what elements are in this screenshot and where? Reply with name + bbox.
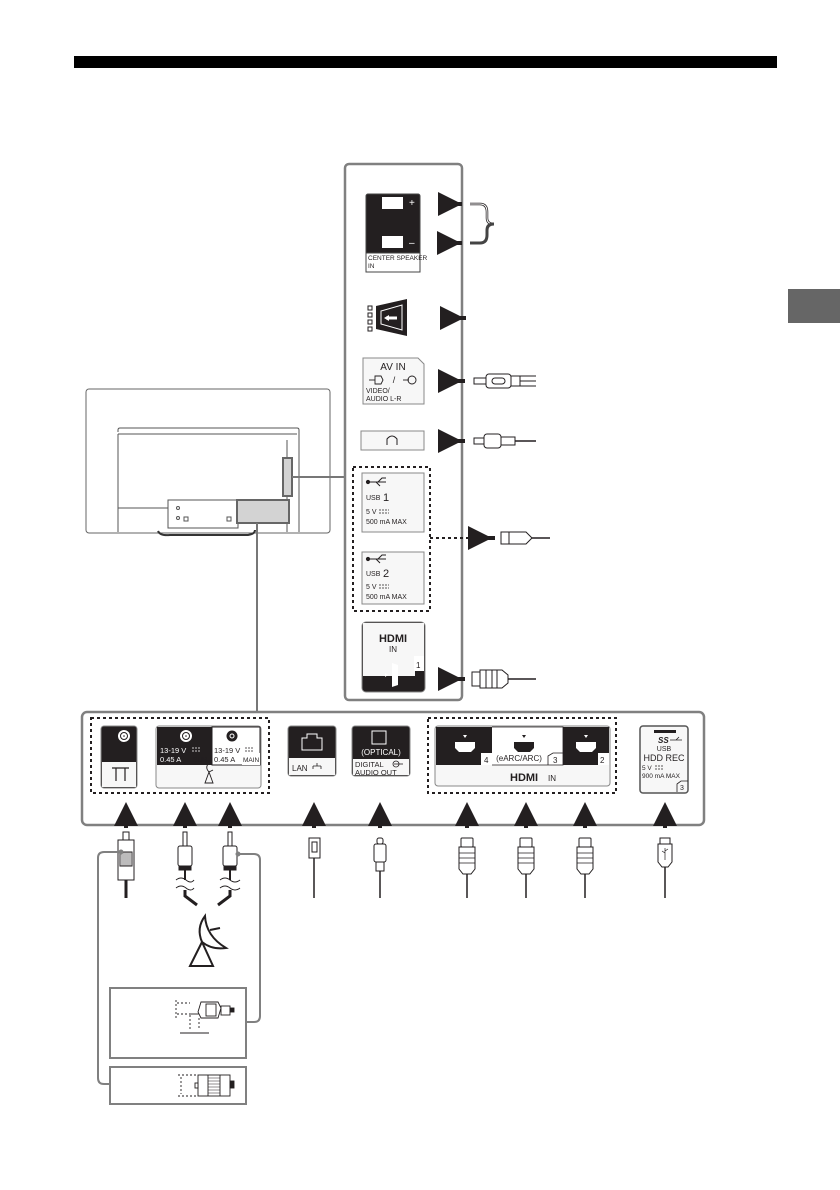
usb2-volt: 5 V	[366, 584, 377, 591]
hdmi3-num: 3	[553, 756, 558, 765]
sat-main-label: MAIN	[243, 757, 260, 764]
optical-type: (OPTICAL)	[361, 748, 401, 757]
antenna-cable	[117, 831, 135, 898]
side-tab	[788, 289, 840, 323]
headphone-port[interactable]	[360, 430, 425, 451]
optical-port[interactable]: (OPTICAL) DIGITAL AUDIO OUT	[351, 725, 411, 777]
av-in-port[interactable]: AV IN / VIDEO/ AUDIO L-R	[362, 357, 425, 405]
usb2-port[interactable]: USB 2 5 V 500 mA MAX	[361, 551, 425, 605]
antenna-port[interactable]	[100, 725, 138, 789]
sat-main-current: 0.45 A	[214, 755, 235, 764]
satellite-dish-icon	[204, 763, 214, 784]
hdmi3-port[interactable]: (eARC/ARC) 3	[496, 735, 563, 765]
satellite-cables	[175, 831, 241, 967]
lan-cable	[308, 837, 321, 898]
headphone-cable	[438, 429, 536, 453]
usb1-current: 500 mA MAX	[366, 519, 407, 526]
usb2-num: 2	[383, 568, 389, 580]
hdmi3-label: (eARC/ARC)	[496, 754, 542, 763]
hdmi2-port[interactable]: 2	[576, 735, 609, 765]
hdmi-group-outline	[427, 717, 617, 794]
usb1-name: USB	[366, 495, 381, 502]
hdmi4-port[interactable]: 4	[455, 735, 492, 765]
side-panel-highlight	[282, 457, 293, 497]
bottom-arrows	[114, 802, 677, 828]
header-bar	[74, 56, 777, 68]
headphone-icon	[386, 435, 398, 445]
hdmi1-num: 1	[416, 661, 421, 670]
optical-cable	[373, 837, 387, 898]
usb-hdd-rec-port[interactable]: SS USB HDD REC 5 V 900 mA MAX 3	[639, 725, 689, 794]
usb-cable	[430, 526, 550, 550]
center-speaker-port[interactable]: + – CENTER SPEAKER IN	[365, 193, 428, 273]
hdmi-logo: HDMI	[379, 633, 407, 645]
usb3-line1: USB	[657, 746, 672, 753]
hdmi4-num: 4	[484, 756, 489, 765]
usb3-line2: HDD REC	[643, 753, 685, 763]
hdmi-in-label: IN	[548, 774, 556, 783]
superspeed-logo: SS	[658, 736, 669, 745]
satellite-port[interactable]: 13-19 V 0.45 A SUB. 13-19 V 0.45 A MAIN	[155, 725, 262, 789]
center-speaker-label-in: IN	[368, 263, 375, 270]
center-speaker-label: CENTER SPEAKER	[368, 255, 428, 262]
hdmi2-num: 2	[600, 756, 605, 765]
plus-label: +	[409, 198, 415, 209]
bottom-panel-highlight	[236, 499, 290, 524]
optical-line2: AUDIO OUT	[355, 768, 397, 777]
usb1-num: 1	[383, 492, 389, 504]
usb1-port[interactable]: USB 1 5 V 500 mA MAX	[361, 472, 425, 533]
tv-rear-illustration	[85, 388, 331, 537]
sat-main-volt: 13-19 V	[214, 746, 240, 755]
usb2-name: USB	[366, 571, 381, 578]
satellite-dish-large-icon	[188, 939, 215, 967]
antenna-group-outline	[90, 717, 270, 794]
lan-label: LAN	[292, 764, 308, 773]
usb-group-outline	[352, 466, 431, 612]
sat-sub-current: 0.45 A	[160, 755, 181, 764]
usb1-volt: 5 V	[366, 509, 377, 516]
av-in-slash: /	[393, 375, 396, 385]
hdmi-cables	[458, 837, 594, 898]
f-connector-detail-box	[109, 987, 247, 1059]
usb3-num: 3	[680, 785, 684, 792]
minus-label: –	[409, 238, 415, 249]
lan-port[interactable]: LAN	[287, 725, 337, 777]
hdmi1-port[interactable]: HDMI IN 1	[361, 621, 426, 693]
optical-line1: DIGITAL	[355, 760, 384, 769]
network-icon	[312, 763, 322, 769]
hdmi-in-logo: HDMI	[510, 772, 538, 784]
hdmi1-cable	[438, 667, 536, 691]
usb-hdd-cable	[657, 837, 673, 898]
speaker-cable	[437, 192, 495, 255]
sat-sub-volt: 13-19 V	[160, 746, 186, 755]
av-cable	[438, 369, 536, 393]
antenna-icon	[112, 767, 129, 781]
av-in-line2: AUDIO L-R	[366, 396, 401, 403]
av-in-title: AV IN	[380, 362, 405, 373]
hdmi1-in: IN	[389, 645, 397, 654]
iec-connector-detail-box	[109, 1066, 247, 1105]
ir-port[interactable]	[367, 299, 407, 336]
av-in-line1: VIDEO/	[366, 388, 390, 395]
sat-sub-label: SUB.	[193, 757, 209, 764]
usb-icon	[365, 477, 386, 487]
usb3-current: 900 mA MAX	[642, 773, 681, 780]
usb2-current: 500 mA MAX	[366, 594, 407, 601]
usb3-volt: 5 V	[642, 765, 652, 772]
